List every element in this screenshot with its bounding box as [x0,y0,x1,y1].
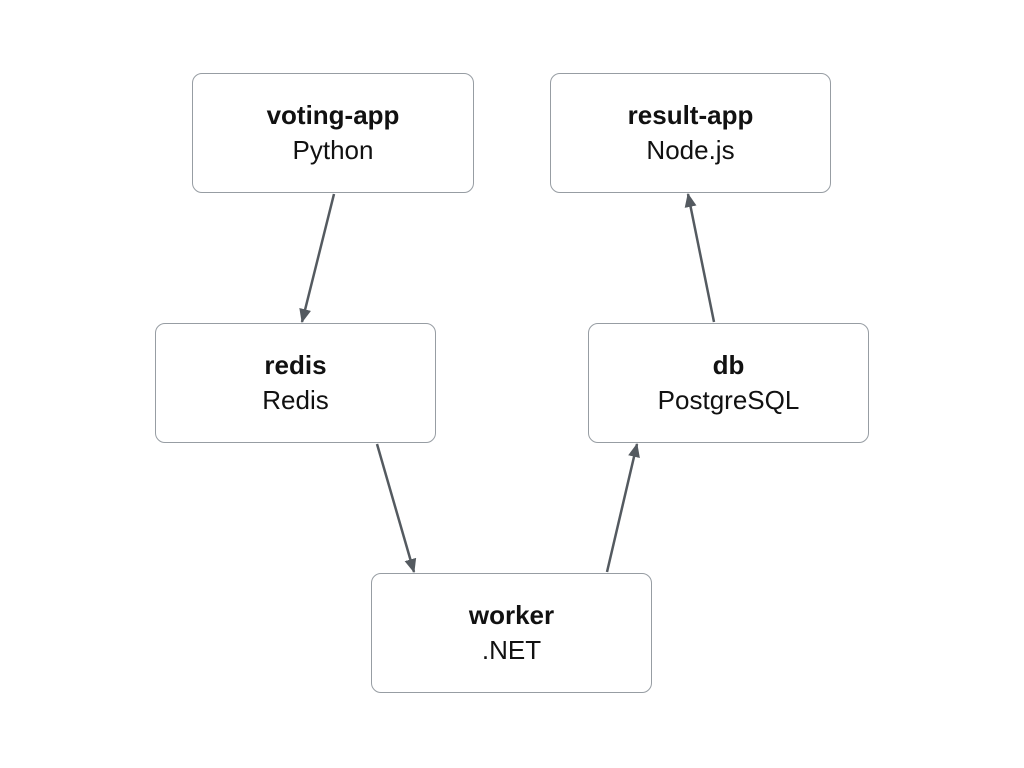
node-voting-app: voting-app Python [192,73,474,193]
node-redis-title: redis [264,349,327,380]
node-voting-app-title: voting-app [266,99,400,130]
node-worker-title: worker [468,599,555,630]
edge-worker-to-db [605,443,640,573]
node-result-app-subtitle: Node.js [646,135,735,165]
edge-db-to-result-app [684,193,716,323]
node-result-app-title: result-app [627,99,754,130]
node-worker: worker .NET [371,573,652,693]
node-redis: redis Redis [155,323,436,443]
node-db: db PostgreSQL [588,323,869,443]
node-worker-subtitle: .NET [481,635,542,665]
edge-redis-to-worker [375,443,417,573]
node-redis-subtitle: Redis [262,385,329,415]
node-db-title: db [712,349,745,380]
node-db-subtitle: PostgreSQL [657,385,800,415]
node-voting-app-subtitle: Python [292,135,374,165]
edge-voting-app-to-redis [299,193,336,323]
node-result-app: result-app Node.js [550,73,831,193]
